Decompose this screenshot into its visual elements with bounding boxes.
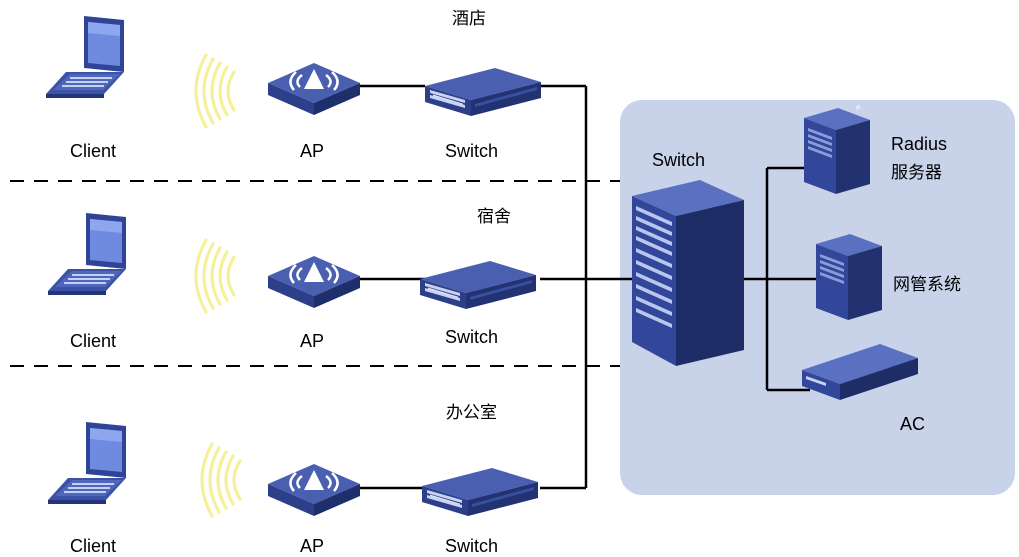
switch-label: Switch	[445, 141, 498, 161]
client-laptop-icon	[48, 422, 126, 504]
nms-server-icon	[816, 234, 882, 320]
switch-label: Switch	[445, 536, 498, 556]
ap-label: AP	[300, 536, 324, 556]
nms-label: 网管系统	[893, 275, 961, 295]
access-point-icon	[266, 254, 362, 310]
radius-label: Radius	[891, 134, 947, 154]
access-switch-icon	[425, 68, 541, 116]
radius-server-icon	[804, 108, 870, 194]
client-laptop-icon	[46, 16, 124, 98]
wifi-signal-icon	[194, 53, 236, 129]
client-label: Client	[70, 141, 116, 161]
zone-label-dorm: 宿舍	[477, 207, 511, 227]
zone-label-office: 办公室	[446, 403, 497, 423]
client-label: Client	[70, 536, 116, 556]
wifi-signal-icon	[194, 238, 236, 314]
ac-label: AC	[900, 414, 925, 434]
ac-controller-icon	[802, 104, 918, 400]
access-switch-icon	[420, 261, 536, 309]
ap-label: AP	[300, 331, 324, 351]
access-point-icon	[266, 61, 362, 117]
ap-label: AP	[300, 141, 324, 161]
core-switch-icon	[632, 180, 744, 366]
zone-label-hotel: 酒店	[452, 9, 486, 29]
wifi-signal-icon	[200, 442, 242, 518]
radius-label-cn: 服务器	[891, 163, 942, 183]
access-point-icon	[266, 462, 362, 518]
client-label: Client	[70, 331, 116, 351]
core-switch-label: Switch	[652, 150, 705, 170]
access-switch-icon	[422, 468, 538, 516]
switch-label: Switch	[445, 327, 498, 347]
zone-separators	[10, 180, 620, 367]
links	[360, 84, 820, 490]
client-laptop-icon	[48, 213, 126, 295]
